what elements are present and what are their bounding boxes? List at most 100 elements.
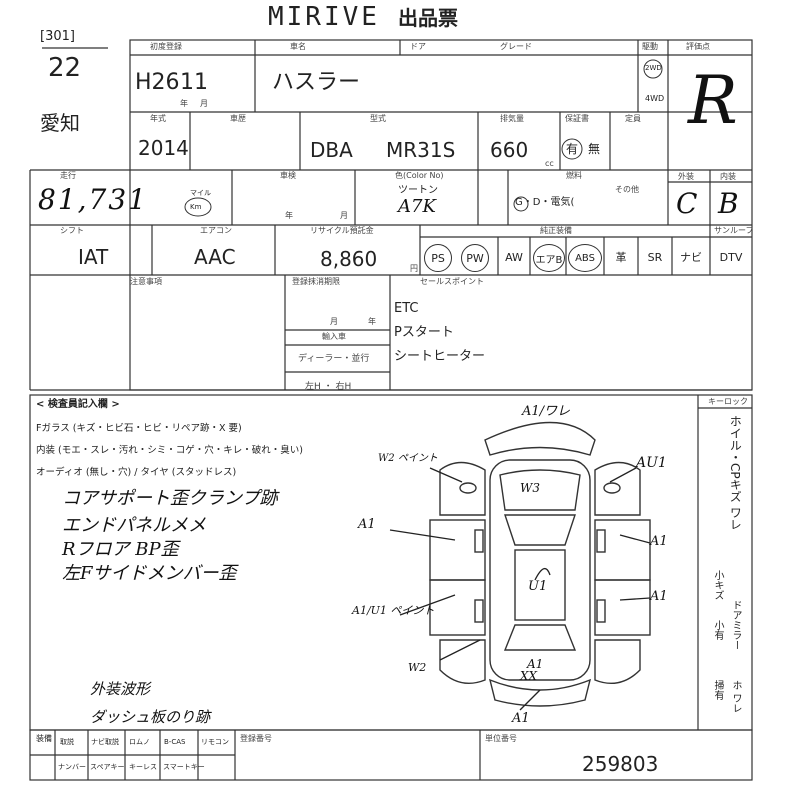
drive-4wd: 4WD bbox=[645, 94, 665, 103]
form-value: MR31S bbox=[386, 138, 456, 162]
equip-sr: SR bbox=[647, 250, 663, 264]
km-unit: Km bbox=[190, 203, 202, 211]
recycle-value: 8,860 bbox=[320, 247, 378, 271]
mark-6: A1/U1 ペイント bbox=[352, 604, 435, 617]
mark-2: AU1 bbox=[636, 455, 667, 471]
sales-point-2: シートヒーター bbox=[394, 349, 486, 364]
bottom-label-3: ロムノ bbox=[129, 738, 150, 746]
label-year-type: 年式 bbox=[150, 114, 166, 123]
first-reg-month: 11 bbox=[180, 70, 208, 95]
side-item-2: 小有 bbox=[712, 620, 723, 640]
bottom-label-9: スマートキー bbox=[163, 763, 205, 771]
mark-13: A1 bbox=[512, 711, 530, 726]
label-sunroof: サンルーフ bbox=[714, 226, 754, 235]
note-1: エンドパネルメメ bbox=[62, 515, 206, 536]
note-2: Rフロア BP歪 bbox=[62, 539, 179, 560]
label-keylock: キーロック bbox=[708, 397, 748, 406]
mark-7: A1 bbox=[650, 589, 668, 604]
first-reg-value: H26 bbox=[135, 70, 180, 95]
color-code: A7K bbox=[398, 196, 436, 217]
label-first-reg: 初度登録 bbox=[150, 42, 182, 51]
label-reg-expiry: 登録抹消期限 bbox=[292, 277, 340, 286]
label-recycle: リサイクル預託金 bbox=[310, 226, 374, 235]
model-year-value: 2014 bbox=[138, 136, 189, 160]
bottom-label-4: B-CAS bbox=[164, 738, 186, 746]
bottom-label-0: 装備 bbox=[36, 734, 52, 743]
label-fuel: 燃料 bbox=[566, 171, 582, 180]
label-reg-no: 登録番号 bbox=[240, 734, 272, 743]
lot-box: [301] bbox=[40, 29, 75, 44]
interior-value: B bbox=[718, 187, 739, 220]
side-vertical-text: ホイル・CPキズ ワレ bbox=[728, 415, 743, 531]
label-month-ins: 月 bbox=[340, 211, 348, 220]
label-door: ドア bbox=[410, 42, 426, 51]
warranty-yes: 有 bbox=[566, 142, 579, 156]
car-name-value: ハスラー bbox=[272, 70, 361, 95]
equip-navi: ナビ bbox=[680, 251, 702, 264]
brand-title: MIRIVE bbox=[268, 2, 380, 32]
shift-value: IAT bbox=[78, 245, 109, 269]
note-3: 左Fサイドメンバー歪 bbox=[62, 563, 237, 584]
label-exterior: 外装 bbox=[678, 172, 694, 181]
note-0: コアサポート歪クランプ跡 bbox=[62, 488, 278, 509]
label-score: 評価点 bbox=[686, 42, 710, 51]
label-unit-box: 単位番号 bbox=[485, 734, 517, 743]
unit-number: 259803 bbox=[582, 752, 659, 776]
label-day-reg: 年 bbox=[368, 317, 376, 326]
bottom-label-1: 取説 bbox=[60, 738, 74, 746]
form-prefix: DBA bbox=[310, 138, 353, 162]
label-year-ins: 年 bbox=[285, 211, 293, 220]
equip-leather: 革 bbox=[615, 251, 627, 264]
note-4: 外装波形 bbox=[90, 680, 151, 698]
mark-9: U1 bbox=[528, 579, 548, 594]
warranty-no: 無 bbox=[588, 142, 601, 156]
color-value: ツートン bbox=[398, 185, 438, 196]
fuel-other: その他 bbox=[615, 185, 639, 194]
yen-unit: 円 bbox=[410, 264, 418, 273]
mark-10: W2 bbox=[408, 661, 427, 674]
label-warranty: 保証書 bbox=[565, 114, 589, 123]
displacement-value: 660 bbox=[490, 138, 529, 162]
label-color: 色(Color No) bbox=[395, 171, 444, 180]
bottom-label-7: スペアキー bbox=[90, 763, 125, 771]
score-value: R bbox=[688, 62, 738, 139]
mark-12: XX bbox=[520, 669, 538, 683]
mark-11: A1 bbox=[527, 657, 544, 671]
mark-0: A1/ワレ bbox=[522, 404, 571, 419]
inspection-line-0: Fガラス (キズ・ヒビ石・ヒビ・リペア跡・X 要) bbox=[36, 423, 242, 434]
label-inspection: 車検 bbox=[280, 171, 296, 180]
equip-ps: PS bbox=[424, 244, 452, 272]
doc-title: 出品票 bbox=[398, 6, 458, 30]
label-interior: 内装 bbox=[720, 172, 736, 181]
side-item-3: ホ ワレ bbox=[730, 680, 741, 714]
equip-airbag: エアB bbox=[533, 244, 565, 272]
note-5: ダッシュ板のり跡 bbox=[90, 708, 211, 726]
label-year-unit: 年 bbox=[180, 99, 188, 108]
sales-point-1: Pスタート bbox=[394, 325, 454, 340]
mark-4: A1 bbox=[358, 517, 376, 532]
label-month-unit: 月 bbox=[200, 99, 208, 108]
aircon-value: AAC bbox=[194, 245, 236, 269]
car-diagram bbox=[429, 421, 651, 707]
label-equipment: 純正装備 bbox=[540, 226, 572, 235]
label-vehicle-type: 車歴 bbox=[230, 114, 246, 123]
mark-5: A1 bbox=[650, 534, 668, 549]
label-mileage: 走行 bbox=[60, 171, 76, 180]
handle-value: 左H ・ 右H bbox=[305, 382, 352, 392]
mileage-value: 81,731 bbox=[38, 183, 148, 216]
side-item-1: ドアミラー bbox=[730, 600, 741, 650]
label-sales-points: セールスポイント bbox=[420, 277, 484, 286]
mark-1: W2 ペイント bbox=[378, 453, 438, 464]
mark-3: W3 bbox=[520, 481, 540, 495]
inspection-line-1: 内装 (モエ・スレ・汚れ・シミ・コゲ・穴・キレ・破れ・臭い) bbox=[36, 445, 303, 456]
mileage-unit: マイル bbox=[190, 189, 211, 197]
bottom-label-8: キーレス bbox=[129, 763, 157, 771]
exterior-value: C bbox=[676, 187, 698, 220]
drive-2wd: 2WD bbox=[645, 64, 662, 72]
label-aircon: エアコン bbox=[200, 226, 232, 235]
label-drive: 駆動 bbox=[642, 42, 658, 51]
dealer-value: ディーラー・並行 bbox=[298, 354, 370, 364]
equip-dtv: DTV bbox=[719, 250, 743, 264]
label-displacement: 排気量 bbox=[500, 114, 524, 123]
